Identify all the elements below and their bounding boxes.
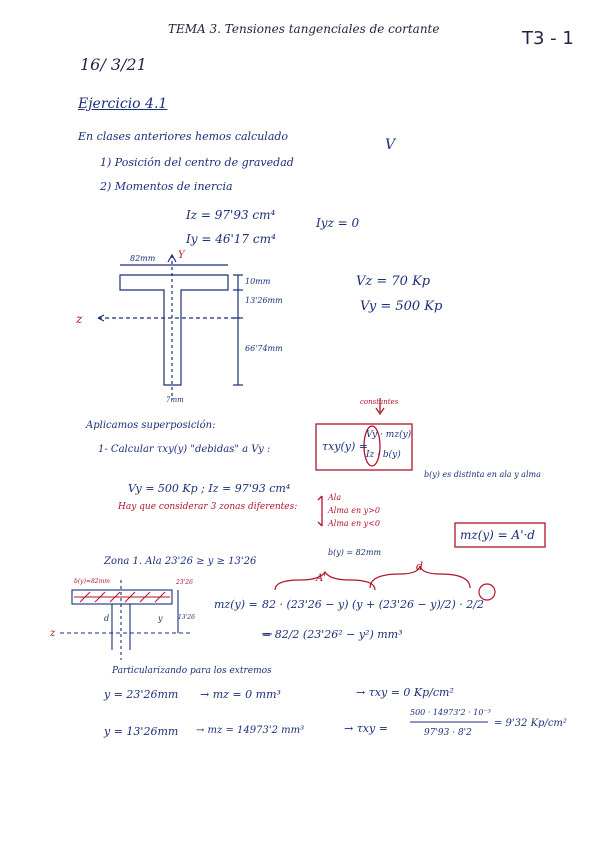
- zone1-label-a: A': [316, 573, 326, 584]
- zone1-mz-lhs: mz(y) =: [214, 598, 258, 611]
- zone1-mz-rhs1: 82 · (23'26 − y) (y + (23'26 − y)/2) · 2…: [262, 598, 484, 611]
- extremes-heading: Particularizando para los extremos: [112, 666, 272, 676]
- bottom-label: 7mm: [166, 396, 184, 404]
- item-1: 1) Posición del centro de gravedad: [100, 156, 294, 169]
- formula-numerator: Vy · mz(y): [366, 430, 412, 440]
- zone1-mz-rhs2: = 82/2 (23'26² − y²) mm³: [262, 628, 403, 641]
- zone1-small-label: d: [104, 614, 110, 623]
- axis-z-label: z: [76, 312, 83, 326]
- row2-mz: → mz = 14973'2 mm³: [196, 725, 305, 736]
- page-title: TEMA 3. Tensiones tangenciales de cortan…: [168, 22, 440, 36]
- b-note: b(y) es distinta en ala y alma: [424, 470, 541, 479]
- iy-value: Iy = 46'17 cm⁴: [186, 232, 276, 246]
- vy-value: Vy = 500 Kp: [360, 299, 443, 314]
- calc-instruction: 1- Calcular τxy(y) "debidas" a Vy :: [98, 444, 271, 455]
- zones-intro: Hay que considerar 3 zonas diferentes:: [118, 502, 298, 512]
- v-label: V: [385, 137, 396, 153]
- zone-alma-pos: Alma en y>0: [328, 506, 380, 515]
- row2-denominator: 97'93 · 8'2: [424, 728, 472, 738]
- iyz-value: Iyz = 0: [316, 216, 360, 230]
- date: 16/ 3/21: [80, 55, 147, 74]
- dim-13mm: 13'26mm: [245, 296, 283, 305]
- constants-label: constantes: [360, 398, 399, 406]
- values-line: Vy = 500 Kp ; Iz = 97'93 cm⁴: [128, 482, 291, 495]
- row1-mz: → mz = 0 mm³: [200, 688, 281, 701]
- formula-denominator: Iz · b(y): [366, 450, 401, 460]
- iz-value: Iz = 97'93 cm⁴: [186, 208, 276, 222]
- zone1-small-label: y: [158, 614, 163, 623]
- zone1-b-small: b(y)=82mm: [74, 578, 110, 585]
- exercise-heading: Ejercicio 4.1: [78, 96, 168, 112]
- dim-10mm: 10mm: [245, 277, 271, 286]
- intro-text: En clases anteriores hemos calculado: [78, 130, 289, 143]
- formula-lhs: τxy(y) =: [322, 440, 369, 453]
- superposition-heading: Aplicamos superposición:: [86, 420, 216, 431]
- row2-numerator: 500 · 14973'2 · 10⁻³: [410, 708, 491, 717]
- zone1-small-label: z: [50, 628, 56, 639]
- mz-boxed: mz(y) = A'·d: [460, 528, 535, 542]
- row2-y: y = 13'26mm: [104, 725, 179, 738]
- row2-tau-lhs: → τxy =: [344, 722, 388, 735]
- row2-result: = 9'32 Kp/cm²: [494, 718, 567, 729]
- zone1-label-d: d: [416, 560, 424, 573]
- zone1-small-label: 23'26: [176, 579, 193, 586]
- dim-66mm: 66'74mm: [245, 344, 283, 353]
- zone1-b: b(y) = 82mm: [328, 548, 382, 557]
- zone1-title: Zona 1. Ala 23'26 ≥ y ≥ 13'26: [104, 556, 257, 567]
- zone-alma-neg: Alma en y<0: [328, 519, 380, 528]
- vz-value: Vz = 70 Kp: [356, 274, 431, 289]
- width-label: 82mm: [130, 254, 156, 263]
- axis-y-label: Y: [178, 250, 185, 261]
- row1-tau: → τxy = 0 Kp/cm²: [356, 686, 454, 699]
- row1-y: y = 23'26mm: [104, 688, 179, 701]
- page-number: T3 - 1: [522, 28, 574, 49]
- zone-ala: Ala: [328, 493, 342, 502]
- item-2: 2) Momentos de inercia: [100, 180, 233, 193]
- zone1-small-label: 13'26: [178, 614, 195, 621]
